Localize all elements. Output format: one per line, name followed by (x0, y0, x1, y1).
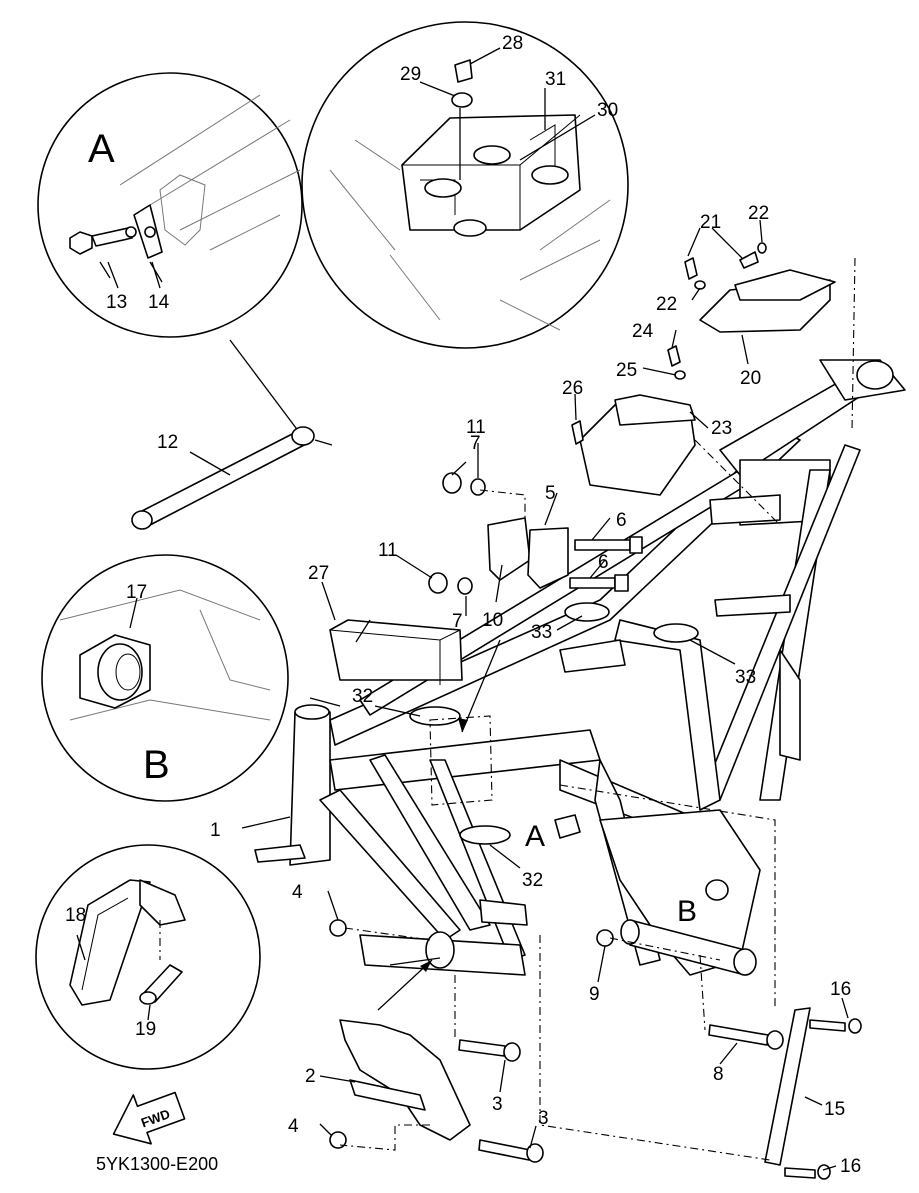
detail-letter-a-inset: A (88, 127, 115, 171)
small-parts (329, 242, 862, 1180)
callouts: 1 2 3 3 4 4 5 6 6 7 7 8 9 10 11 11 12 13… (65, 33, 861, 1177)
battery-box-inset (301, 21, 629, 349)
callout-1: 1 (210, 820, 221, 841)
callout-32: 32 (352, 686, 373, 707)
callout-4: 4 (292, 882, 303, 903)
callout-29: 29 (400, 64, 421, 85)
callout-33: 33 (735, 667, 756, 688)
callout-3: 3 (538, 1108, 549, 1129)
callout-22: 22 (748, 203, 769, 224)
detail-b-inset: B (41, 554, 289, 802)
detail-letter-b-inset: B (143, 743, 170, 787)
callout-33: 33 (531, 622, 552, 643)
main-frame (254, 359, 906, 976)
leader-lines (76, 47, 849, 1171)
callout-30: 30 (597, 100, 618, 121)
callout-27: 27 (308, 563, 329, 584)
callout-5: 5 (545, 483, 556, 504)
callout-14: 14 (148, 292, 170, 313)
callout-9: 9 (589, 984, 600, 1005)
callout-10: 10 (482, 610, 503, 631)
callout-6: 6 (616, 510, 627, 531)
callout-24: 24 (632, 321, 654, 342)
callout-2: 2 (305, 1066, 316, 1087)
callout-15: 15 (824, 1099, 845, 1120)
callout-7: 7 (470, 433, 481, 454)
callout-17: 17 (126, 582, 147, 603)
callout-32: 32 (522, 870, 543, 891)
callout-3: 3 (492, 1094, 503, 1115)
part-12-rod (131, 339, 333, 530)
callout-25: 25 (616, 360, 637, 381)
drawing-code: 5YK1300-E200 (96, 1154, 218, 1174)
callout-18: 18 (65, 905, 86, 926)
callout-26: 26 (562, 378, 583, 399)
callout-31: 31 (545, 69, 566, 90)
callout-13: 13 (106, 292, 127, 313)
callout-21: 21 (700, 212, 721, 233)
fwd-arrow: FWD (112, 1091, 186, 1145)
detail-a-inset: A (37, 72, 303, 338)
callout-28: 28 (502, 33, 523, 54)
callout-11: 11 (378, 540, 398, 561)
callout-16: 16 (840, 1156, 861, 1177)
callout-19: 19 (135, 1019, 156, 1040)
hook-inset (35, 844, 261, 1070)
detail-letter-a-frame: A (525, 820, 545, 853)
callout-12: 12 (157, 432, 178, 453)
callout-4: 4 (288, 1116, 299, 1137)
callout-20: 20 (740, 368, 761, 389)
callout-16: 16 (830, 979, 851, 1000)
callout-8: 8 (713, 1064, 724, 1085)
callout-22: 22 (656, 294, 677, 315)
callout-11: 11 (466, 417, 486, 438)
callout-7: 7 (452, 611, 463, 632)
detail-letter-b-frame: B (677, 895, 697, 928)
callout-23: 23 (711, 418, 732, 439)
callout-6: 6 (598, 552, 609, 573)
